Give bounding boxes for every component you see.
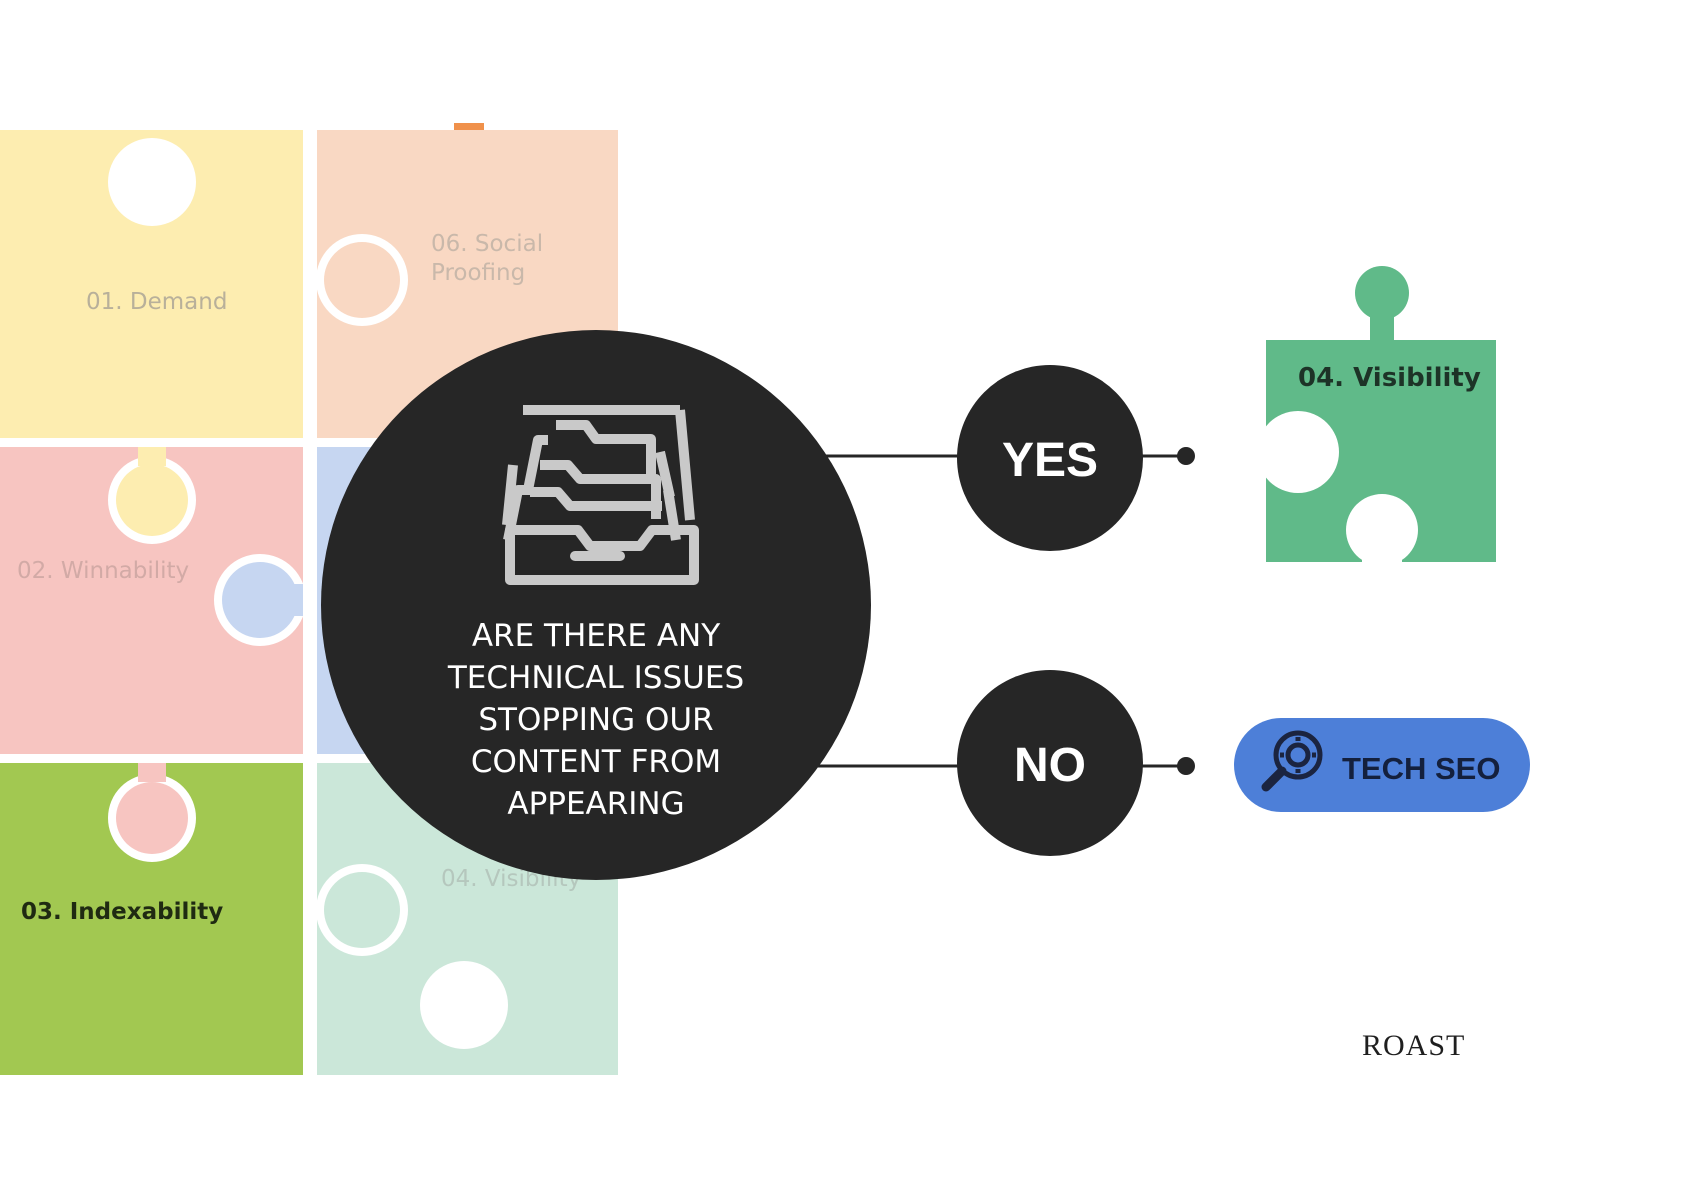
magnifier-gear-icon — [1261, 730, 1323, 792]
label-social-line1: 06. Social — [431, 231, 543, 257]
visibility-left-tab — [324, 872, 400, 948]
demand-bottom-tab — [116, 464, 188, 536]
question-line-3: STOPPING OUR — [478, 702, 713, 738]
label-social-line2: Proofing — [431, 260, 525, 286]
outcome-tech-seo-pill: TECH SEO — [1234, 718, 1530, 812]
roast-logo: ROAST — [1362, 1029, 1465, 1062]
green-piece-left-socket — [1257, 411, 1339, 493]
question-line-1: ARE THERE ANY — [472, 618, 720, 654]
question-line-5: APPEARING — [507, 786, 684, 822]
answer-yes-node: YES — [957, 365, 1143, 551]
answer-no-node: NO — [957, 670, 1143, 856]
vertical-gap — [303, 130, 317, 1075]
visibility-bottom-socket — [420, 961, 508, 1049]
horizontal-gap-1 — [0, 438, 618, 447]
question-circle — [321, 330, 871, 880]
visibility-piece-label: 04. Visibility — [1298, 363, 1481, 393]
winnability-bottom-tab — [116, 782, 188, 854]
tech-seo-label: TECH SEO — [1342, 751, 1500, 786]
blue-left-tab — [222, 562, 298, 638]
yes-label: YES — [1002, 434, 1098, 487]
yes-circle — [957, 365, 1143, 551]
no-circle — [957, 670, 1143, 856]
question-line-4: CONTENT FROM — [471, 744, 721, 780]
connector-yes-dot — [1177, 447, 1195, 465]
green-piece-bottom-notch — [1362, 530, 1402, 564]
demand-top-socket — [108, 138, 196, 226]
green-piece-top-neck — [1370, 305, 1394, 345]
horizontal-gap-2 — [0, 754, 618, 763]
connector-no-dot — [1177, 757, 1195, 775]
connectors — [800, 447, 1195, 775]
question-node: ARE THERE ANY TECHNICAL ISSUES STOPPING … — [321, 330, 871, 880]
label-demand: 01. Demand — [86, 289, 227, 315]
outcome-visibility-piece: 04. Visibility — [1257, 266, 1496, 566]
file-drawer-icon — [502, 405, 699, 585]
orange-tab-fragment — [454, 123, 484, 131]
label-indexability: 03. Indexability — [21, 899, 223, 925]
label-winnability: 02. Winnability — [17, 558, 189, 584]
social-left-tab — [324, 242, 400, 318]
tech-seo-pill-bg — [1234, 718, 1530, 812]
question-line-2: TECHNICAL ISSUES — [447, 660, 744, 696]
no-label: NO — [1014, 739, 1086, 792]
green-piece-top-tab — [1355, 266, 1409, 320]
